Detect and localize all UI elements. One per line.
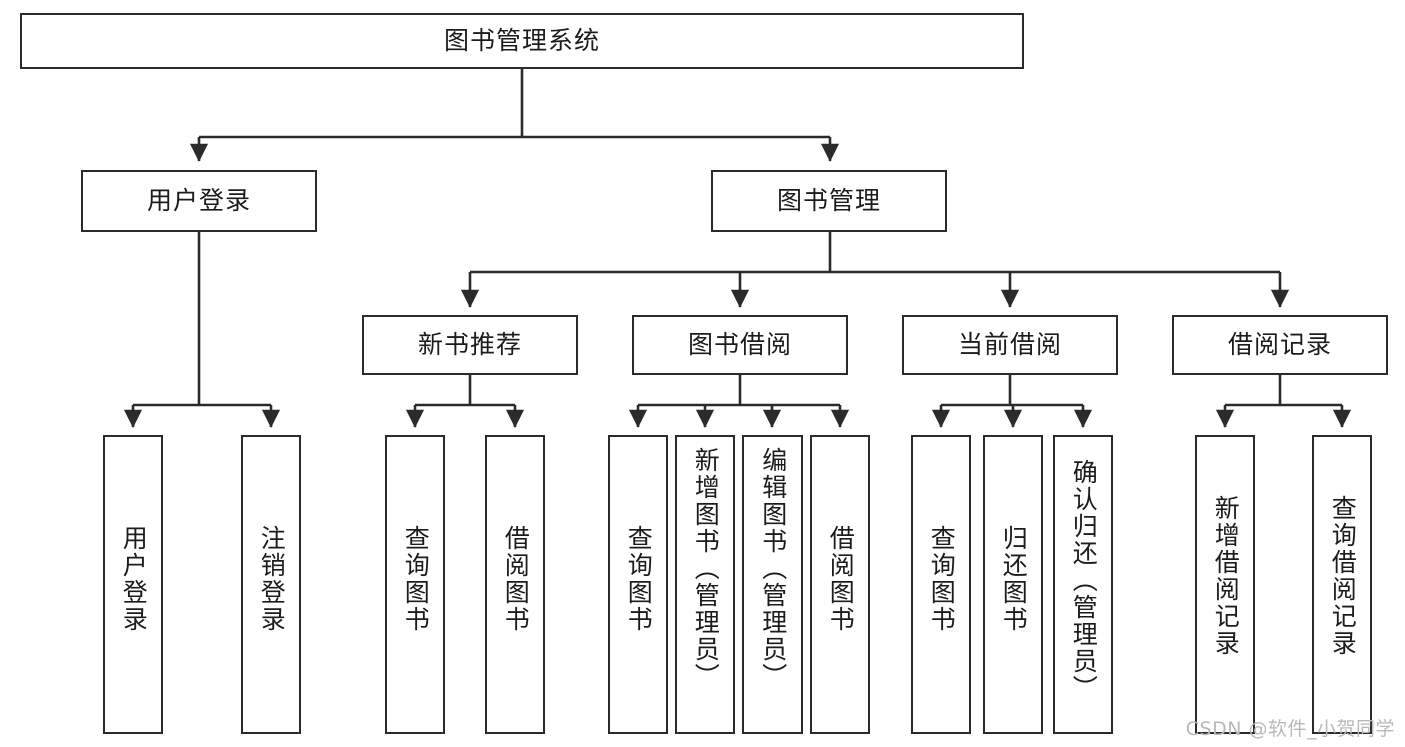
node-current-borrow[interactable]: 当前借阅 <box>902 315 1118 375</box>
node-book-borrow-label: 图书借阅 <box>687 330 792 360</box>
node-new-book-recommend-label: 新书推荐 <box>417 330 522 360</box>
node-root[interactable]: 图书管理系统 <box>20 13 1024 69</box>
node-leaf-logout-label: 注销登录 <box>257 525 287 633</box>
node-leaf-confirm-return[interactable]: 确认归还（管理员） <box>1053 435 1113 734</box>
node-leaf-add-record-label: 新增借阅记录 <box>1211 495 1241 657</box>
node-user-login-label: 用户登录 <box>146 186 251 216</box>
node-leaf-return-book[interactable]: 归还图书 <box>983 435 1043 734</box>
node-borrow-record-label: 借阅记录 <box>1227 330 1332 360</box>
node-leaf-add-book[interactable]: 新增图书（管理员） <box>675 435 735 734</box>
node-leaf-logout[interactable]: 注销登录 <box>241 435 301 734</box>
node-leaf-edit-book-label: 编辑图书（管理员） <box>758 447 788 690</box>
node-borrow-record[interactable]: 借阅记录 <box>1172 315 1388 375</box>
node-leaf-add-record[interactable]: 新增借阅记录 <box>1195 435 1255 734</box>
node-leaf-borrow-book-1[interactable]: 借阅图书 <box>485 435 545 734</box>
node-leaf-query-book-3[interactable]: 查询图书 <box>911 435 971 734</box>
node-leaf-return-book-label: 归还图书 <box>999 525 1029 633</box>
node-user-login[interactable]: 用户登录 <box>81 170 317 232</box>
node-leaf-query-book-3-label: 查询图书 <box>927 525 957 633</box>
node-book-borrow[interactable]: 图书借阅 <box>632 315 848 375</box>
node-leaf-query-book-2[interactable]: 查询图书 <box>608 435 668 734</box>
node-root-label: 图书管理系统 <box>443 26 600 56</box>
node-book-manage[interactable]: 图书管理 <box>711 170 947 232</box>
node-leaf-add-book-label: 新增图书（管理员） <box>691 447 721 690</box>
node-leaf-borrow-book-1-label: 借阅图书 <box>501 525 531 633</box>
node-leaf-user-login-label: 用户登录 <box>119 525 149 633</box>
node-current-borrow-label: 当前借阅 <box>957 330 1062 360</box>
node-leaf-query-record[interactable]: 查询借阅记录 <box>1312 435 1372 734</box>
csdn-watermark: CSDN @软件_小贺同学 <box>1185 718 1395 740</box>
node-leaf-query-record-label: 查询借阅记录 <box>1328 495 1358 657</box>
node-book-manage-label: 图书管理 <box>776 186 881 216</box>
node-new-book-recommend[interactable]: 新书推荐 <box>362 315 578 375</box>
node-leaf-confirm-return-label: 确认归还（管理员） <box>1069 459 1099 702</box>
node-leaf-borrow-book-2-label: 借阅图书 <box>826 525 856 633</box>
node-leaf-query-book-1-label: 查询图书 <box>401 525 431 633</box>
node-leaf-query-book-1[interactable]: 查询图书 <box>385 435 445 734</box>
node-leaf-edit-book[interactable]: 编辑图书（管理员） <box>742 435 803 734</box>
node-leaf-query-book-2-label: 查询图书 <box>624 525 654 633</box>
node-leaf-user-login[interactable]: 用户登录 <box>103 435 163 734</box>
node-leaf-borrow-book-2[interactable]: 借阅图书 <box>810 435 870 734</box>
